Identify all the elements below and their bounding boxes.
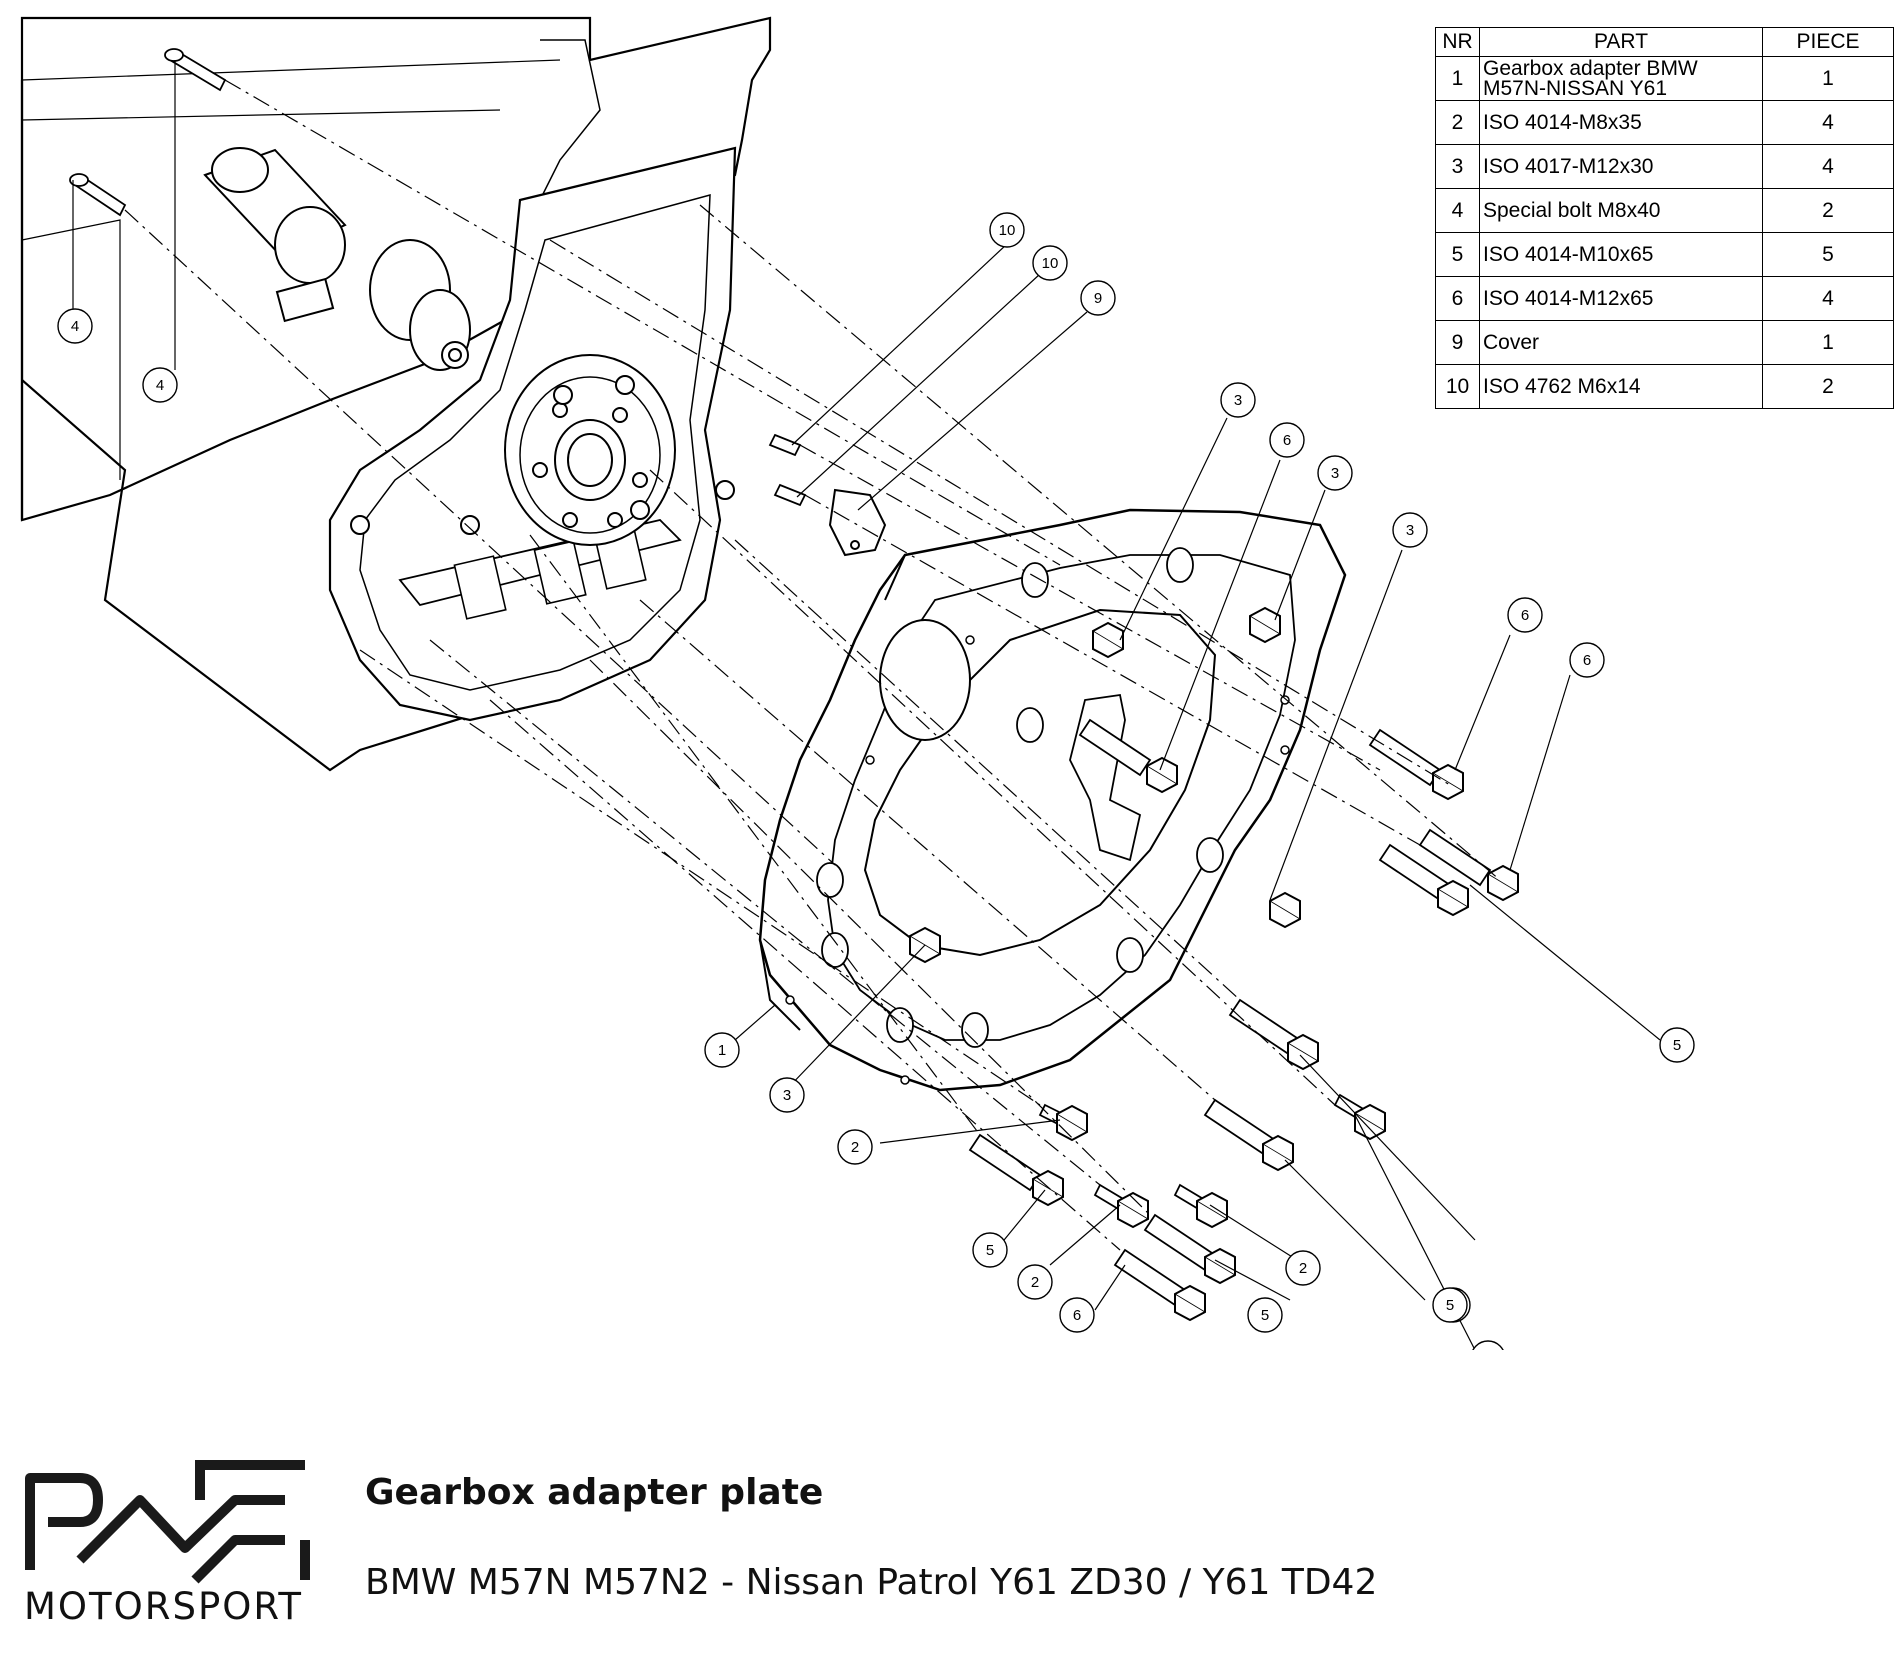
callout-bolt-m12x30: 3 bbox=[1317, 455, 1353, 491]
table-row: 6 ISO 4014-M12x65 4 bbox=[1435, 276, 1894, 321]
row-nr: 10 bbox=[1435, 364, 1480, 409]
drawing-title: Gearbox adapter plate bbox=[365, 1472, 824, 1513]
callout-label: 4 bbox=[156, 377, 164, 394]
callout-bolt-m12x30: 3 bbox=[769, 1077, 805, 1113]
callout-bolt-m12x65: 6 bbox=[1059, 1297, 1095, 1333]
row-piece: 1 bbox=[1762, 320, 1894, 365]
table-row: 4 Special bolt M8x40 2 bbox=[1435, 188, 1894, 233]
brand-name: MOTORSPORT bbox=[24, 1585, 304, 1628]
callout-label: 5 bbox=[1261, 1307, 1269, 1324]
row-part: ISO 4014-M10x65 bbox=[1479, 232, 1763, 277]
callout-bolt-m12x65: 6 bbox=[1269, 422, 1305, 458]
callout-label: 10 bbox=[1042, 255, 1059, 272]
callout-label: 3 bbox=[783, 1087, 791, 1104]
row-piece: 5 bbox=[1762, 232, 1894, 277]
row-piece: 4 bbox=[1762, 100, 1894, 145]
row-nr: 9 bbox=[1435, 320, 1480, 365]
crank-seal-flange bbox=[350, 354, 735, 546]
special-bolts bbox=[69, 48, 227, 217]
row-piece: 4 bbox=[1762, 276, 1894, 321]
callout-label: 6 bbox=[1073, 1307, 1081, 1324]
cover-plate bbox=[828, 488, 887, 557]
table-row: 5 ISO 4014-M10x65 5 bbox=[1435, 232, 1894, 277]
callout-bolt-m12x65: 6 bbox=[1507, 597, 1543, 633]
callout-bolt-m12x30: 3 bbox=[1220, 382, 1256, 418]
table-row: 9 Cover 1 bbox=[1435, 320, 1894, 365]
callout-label: 5 bbox=[1673, 1037, 1681, 1054]
callout-label: 9 bbox=[1094, 290, 1102, 307]
row-part: ISO 4014-M12x65 bbox=[1479, 276, 1763, 321]
callout-label: 5 bbox=[1446, 1297, 1454, 1314]
row-nr: 6 bbox=[1435, 276, 1480, 321]
callout-bolt-m10x65: 5 bbox=[1432, 1287, 1468, 1323]
callout-label: 2 bbox=[1299, 1260, 1307, 1277]
callout-bolt-m8x35: 2 bbox=[837, 1129, 873, 1165]
row-piece: 1 bbox=[1762, 56, 1894, 101]
callout-adapter-plate: 1 bbox=[704, 1032, 740, 1068]
row-part: ISO 4017-M12x30 bbox=[1479, 144, 1763, 189]
pmc-logo bbox=[25, 1460, 310, 1584]
table-row: 10 ISO 4762 M6x14 2 bbox=[1435, 364, 1894, 409]
row-nr: 2 bbox=[1435, 100, 1480, 145]
header-piece: PIECE bbox=[1762, 27, 1894, 57]
callout-label: 3 bbox=[1234, 392, 1242, 409]
table-row: 3 ISO 4017-M12x30 4 bbox=[1435, 144, 1894, 189]
table-row: 1 Gearbox adapter BMW M57N-NISSAN Y61 1 bbox=[1435, 56, 1894, 101]
callout-bolt-m10x65: 5 bbox=[1247, 1297, 1283, 1333]
callout-bolt-m10x65: 5 bbox=[1659, 1027, 1695, 1063]
callout-special-bolt: 4 bbox=[142, 367, 178, 403]
callout-label: 4 bbox=[71, 318, 79, 335]
callout-label: 1 bbox=[718, 1042, 726, 1059]
callout-bolt-m12x30: 3 bbox=[1392, 512, 1428, 548]
callout-leaders bbox=[72, 60, 1661, 1350]
callout-label: 3 bbox=[1406, 522, 1414, 539]
callout-label: 10 bbox=[999, 222, 1016, 239]
row-piece: 2 bbox=[1762, 364, 1894, 409]
callout-bolt-m8x35: 2 bbox=[1017, 1264, 1053, 1300]
callout-bolt-m8x35: 2 bbox=[1285, 1250, 1321, 1286]
callout-cover-screw: 10 bbox=[1032, 245, 1068, 281]
row-nr: 4 bbox=[1435, 188, 1480, 233]
callout-cover-screw: 10 bbox=[989, 212, 1025, 248]
callout-label: 3 bbox=[1331, 465, 1339, 482]
row-nr: 1 bbox=[1435, 56, 1480, 101]
callout-cover: 9 bbox=[1080, 280, 1116, 316]
row-piece: 2 bbox=[1762, 188, 1894, 233]
callout-label: 6 bbox=[1583, 652, 1591, 669]
callout-label: 6 bbox=[1283, 432, 1291, 449]
header-part: PART bbox=[1479, 27, 1763, 57]
assembly-centerlines bbox=[124, 79, 1501, 1251]
header-nr: NR bbox=[1435, 27, 1480, 57]
callout-label: 2 bbox=[1031, 1274, 1039, 1291]
adapter-plate bbox=[758, 508, 1347, 1092]
callout-bolt-m10x65: 5 bbox=[972, 1232, 1008, 1268]
parts-list-header: NR PART PIECE bbox=[1435, 27, 1894, 57]
callout-label: 2 bbox=[851, 1139, 859, 1156]
cover-screws bbox=[768, 433, 807, 507]
callout-label: 5 bbox=[986, 1242, 994, 1259]
callout-label: 6 bbox=[1521, 607, 1529, 624]
row-part: ISO 4762 M6x14 bbox=[1479, 364, 1763, 409]
row-part: Gearbox adapter BMW M57N-NISSAN Y61 bbox=[1479, 56, 1763, 101]
starter-motor bbox=[203, 147, 471, 371]
drawing-subtitle: BMW M57N M57N2 - Nissan Patrol Y61 ZD30 … bbox=[365, 1562, 1378, 1603]
callout-special-bolt: 4 bbox=[57, 308, 93, 344]
callout-balloons: 1010944363366513252652525 bbox=[57, 212, 1695, 1350]
row-part: ISO 4014-M8x35 bbox=[1479, 100, 1763, 145]
parts-list-table: NR PART PIECE 1 Gearbox adapter BMW M57N… bbox=[1435, 27, 1894, 409]
callout-bolt-m8x35: 2 bbox=[1472, 1340, 1504, 1350]
row-nr: 5 bbox=[1435, 232, 1480, 277]
row-part: Special bolt M8x40 bbox=[1479, 188, 1763, 233]
exploded-assembly-drawing: 1010944363366513252652525 bbox=[20, 16, 1695, 1350]
row-piece: 4 bbox=[1762, 144, 1894, 189]
row-part: Cover bbox=[1479, 320, 1763, 365]
callout-bolt-m12x65: 6 bbox=[1569, 642, 1605, 678]
table-row: 2 ISO 4014-M8x35 4 bbox=[1435, 100, 1894, 145]
row-nr: 3 bbox=[1435, 144, 1480, 189]
